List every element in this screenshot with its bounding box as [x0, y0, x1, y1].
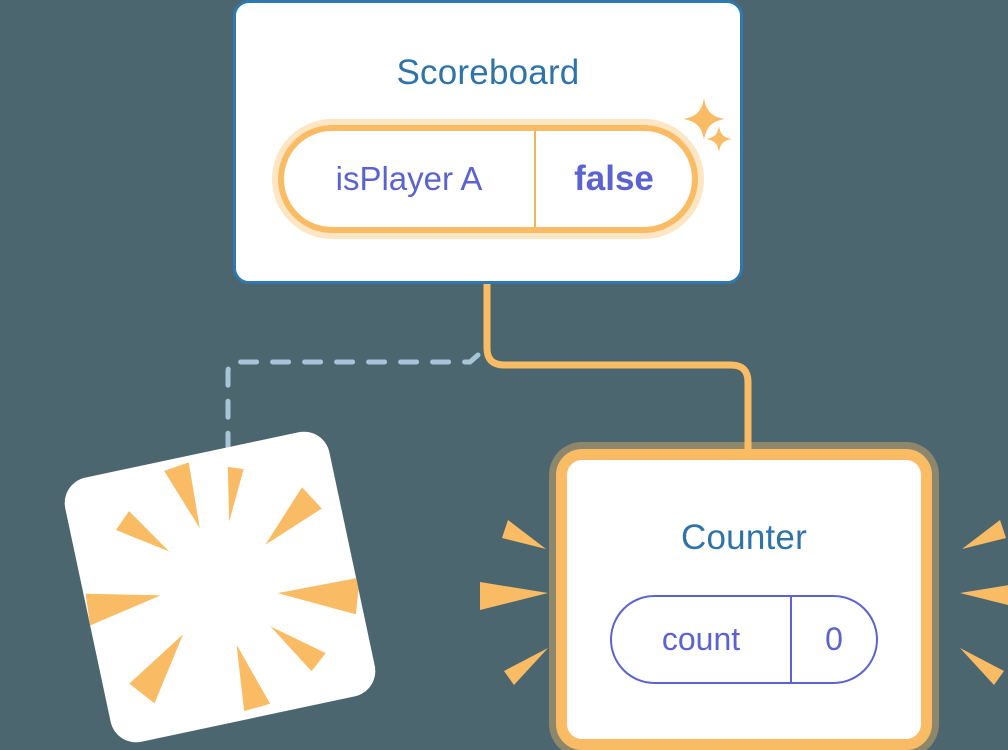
- node-card-blank-rotated[interactable]: [59, 426, 381, 748]
- scoreboard-pill-key: isPlayer A: [284, 131, 536, 227]
- connector-solid-scoreboard-counter: [483, 283, 752, 460]
- counter-pill-key: count: [612, 597, 792, 682]
- burst-rays-icon: [85, 462, 360, 712]
- counter-title: Counter: [681, 518, 807, 557]
- counter-burst-rays-right-icon: [940, 493, 1008, 693]
- scoreboard-title: Scoreboard: [396, 53, 580, 92]
- counter-pill-value: 0: [825, 621, 843, 657]
- counter-state-pill[interactable]: count 0: [610, 595, 878, 684]
- sparkle-small-icon: [705, 125, 733, 153]
- scoreboard-pill-value: false: [574, 159, 654, 198]
- scoreboard-state-pill[interactable]: isPlayer A false: [278, 125, 698, 233]
- counter-burst-rays-left-icon: [468, 493, 568, 693]
- sparkle-large-icon: [681, 96, 727, 142]
- node-card-scoreboard[interactable]: Scoreboard isPlayer A false: [233, 0, 743, 284]
- node-card-counter[interactable]: Counter count 0: [556, 449, 932, 750]
